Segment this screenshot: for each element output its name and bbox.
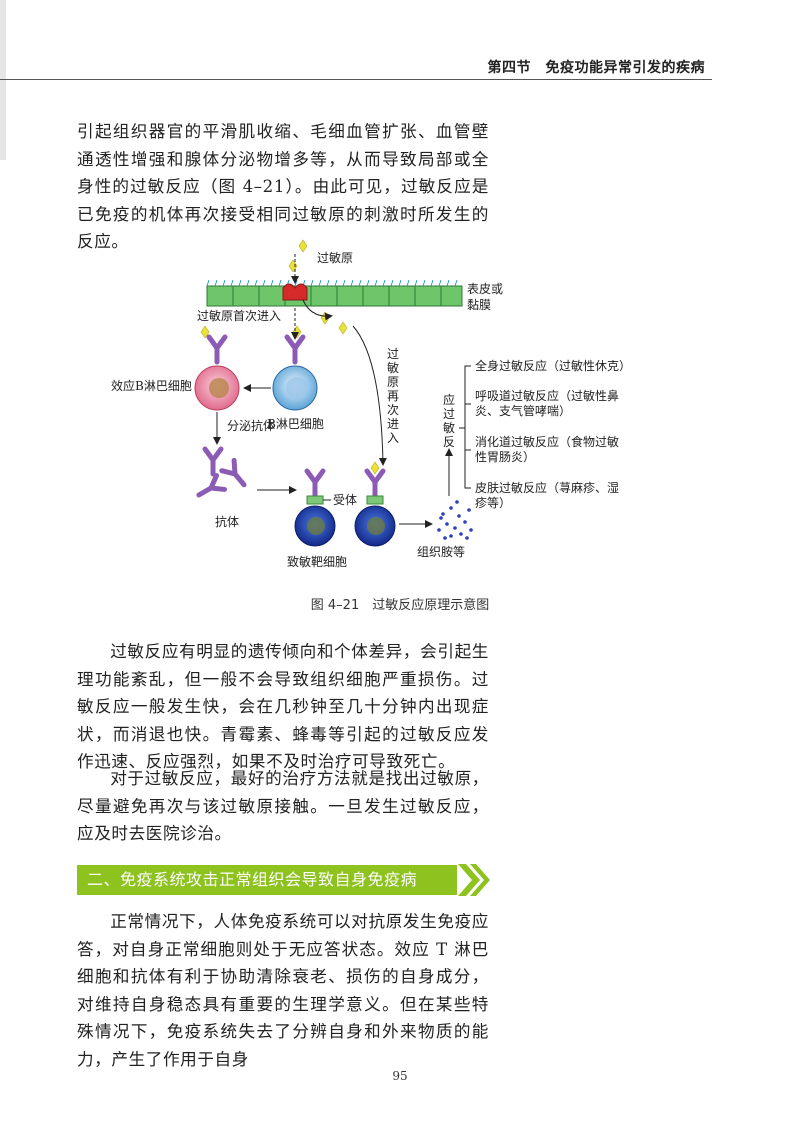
section-heading-banner: 二、免疫系统攻击正常组织会导致自身免疫病 [77,865,457,895]
label-first-entry: 过敏原首次进入 [197,308,281,323]
target-cell-1 [294,471,336,547]
label-allergen: 过敏原 [317,250,353,265]
label-reentry-6: 进 [387,417,399,431]
reaction-respiratory-1: 呼吸道过敏反应（过敏性鼻 [475,388,619,403]
label-reentry-3: 原 [387,375,399,389]
target-cell-2 [354,461,396,547]
label-epidermis: 表皮或 [467,282,503,296]
header-rule [0,79,712,80]
label-secrete: 分泌抗体 [227,418,275,433]
label-b-cell: B淋巴细胞 [267,417,324,431]
allergen-icon [320,311,330,325]
label-reaction-3: 反 [443,435,455,449]
antibody-icon [205,449,221,474]
allergen-icon [298,239,308,253]
allergen-icon [288,259,298,273]
figure-caption: 图 4–21 过敏反应原理示意图 [310,598,490,613]
label-receptor: 受体 [333,493,357,507]
label-reentry-4: 再 [387,389,399,403]
label-reentry-1: 过 [387,347,399,361]
label-mucosa: 黏膜 [467,298,491,312]
allergy-mechanism-diagram: 过敏原 表皮或 黏膜 过敏原首次进入 效应B淋巴细胞 B淋巴细胞 分泌抗体 抗体… [111,239,631,569]
reaction-systemic: 全身过敏反应（过敏性休克） [475,358,631,373]
label-effector-b: 效应B淋巴细胞 [111,378,192,393]
running-header: 第四节 免疫功能异常引发的疾病 [487,60,705,76]
antibody-icon [195,476,225,502]
allergen-icon [338,321,348,335]
histamine-dots [437,500,473,540]
allergen-icon [292,325,302,339]
label-histamine: 组织胺等 [417,545,465,559]
epidermis-layer [206,279,463,307]
reaction-respiratory-2: 炎、支气管哮喘） [475,403,571,418]
label-reaction-2: 敏 [443,420,455,435]
paragraph-1: 引起组织器官的平滑肌收缩、毛细血管扩张、血管壁通透性增强和腺体分泌物增多等，从而… [77,122,489,251]
paragraph-3: 对于过敏反应，最好的治疗方法就是找出过敏原，尽量避免再次与该过敏原接触。一旦发生… [77,769,489,843]
label-reaction-1: 过 [443,407,455,421]
label-reentry-2: 敏 [387,360,399,375]
paragraph-4: 正常情况下，人体免疫系统可以对抗原发生免疫应答，对自身正常细胞则处于无应答状态。… [77,912,489,1069]
paragraph-2: 过敏反应有明显的遗传倾向和个体差异，会引起生理功能紊乱，但一般不会导致组织细胞严… [77,642,489,771]
antibody-icon [222,460,250,489]
antibody-icon [287,337,303,362]
page-number: 95 [392,1069,408,1083]
page-edge-tab [0,0,6,160]
reaction-digestive-1: 消化道过敏反应（食物过敏 [475,434,619,449]
section-heading: 二、免疫系统攻击正常组织会导致自身免疫病 [87,870,418,889]
reaction-skin-1: 皮肤过敏反应（荨麻疹、湿 [475,480,619,495]
label-reaction-0: 应 [443,392,455,407]
antibody-icon [209,337,225,362]
label-antibody: 抗体 [215,514,239,529]
label-reentry-5: 次 [387,403,399,417]
chevron-right-icon [458,864,490,896]
label-target-cell: 致敏靶细胞 [287,554,347,569]
label-reentry-7: 入 [387,431,399,445]
reaction-skin-2: 疹等） [475,495,511,510]
reaction-digestive-2: 性胃肠炎） [475,450,535,464]
